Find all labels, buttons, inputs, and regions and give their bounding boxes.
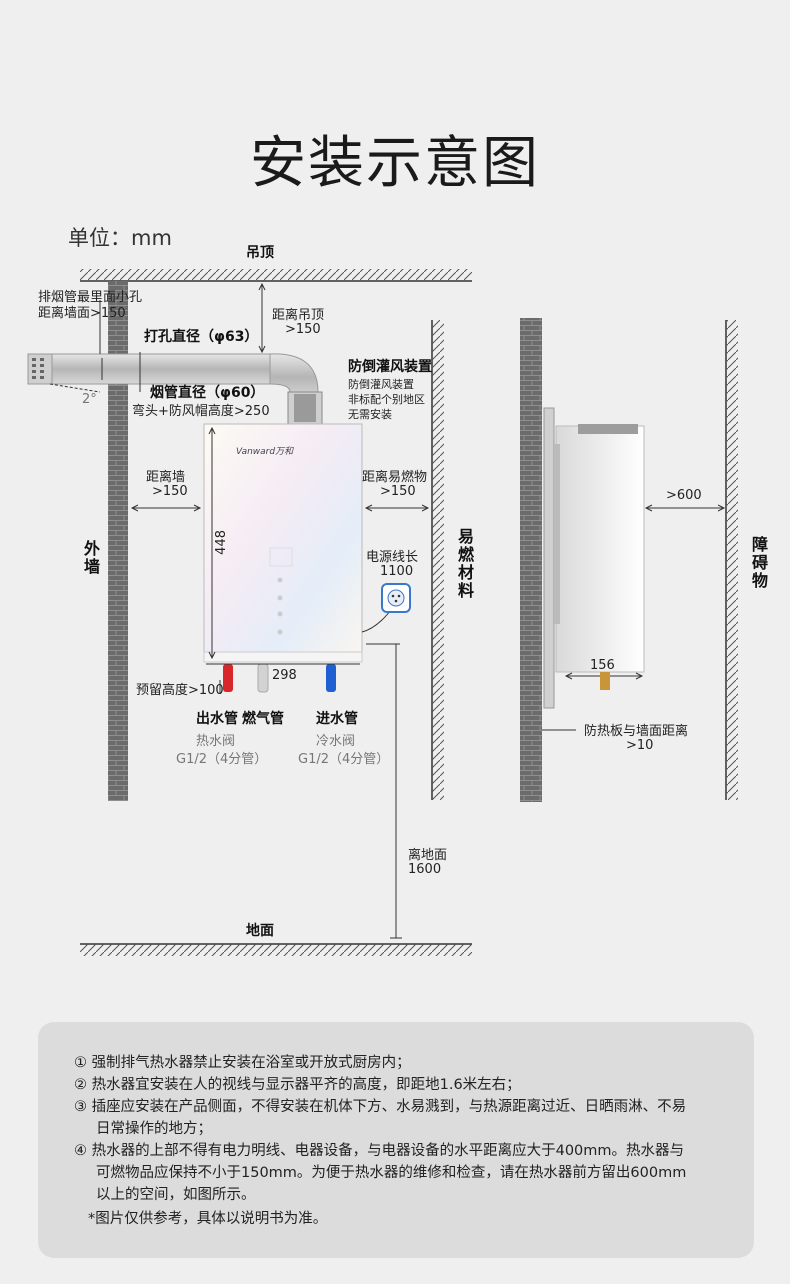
floor-dist-1: 离地面 xyxy=(408,848,448,863)
hot-valve-label: 热水阀 xyxy=(196,734,236,749)
out-water-label: 出水管 xyxy=(196,711,238,727)
unit-label: 单位：mm xyxy=(68,226,172,250)
flam-dist-1: 距离易燃物 xyxy=(362,470,428,485)
brand-logo: Vanward万和 xyxy=(236,447,294,457)
floor xyxy=(80,943,472,956)
power-socket-icon xyxy=(381,583,411,613)
note-4: ④ 热水器的上部不得有电力明线、电器设备，与电器设备的水平距离应大于400mm。… xyxy=(74,1143,685,1159)
ceiling xyxy=(80,269,472,282)
front-clearance: >600 xyxy=(666,488,702,503)
flue-pipe xyxy=(27,353,323,425)
notes-panel: ① 强制排气热水器禁止安装在浴室或开放式厨房内； ② 热水器宜安装在人的视线与显… xyxy=(38,1022,754,1258)
cold-water-pipe xyxy=(326,664,336,692)
note-2: ② 热水器宜安装在人的视线与显示器平齐的高度，即距地1.6米左右； xyxy=(74,1077,521,1093)
outer-wall-label: 外墙 xyxy=(81,540,100,576)
flammable-wall xyxy=(431,320,444,800)
floor-dist-2: 1600 xyxy=(408,862,442,877)
side-wall xyxy=(520,318,542,802)
ceiling-label: 吊顶 xyxy=(246,245,274,261)
reserve-height: 预留高度>100 xyxy=(136,683,224,698)
depth-dim: 156 xyxy=(590,658,615,673)
in-water-label: 进水管 xyxy=(316,711,358,727)
wind-device-title: 防倒灌风装置 xyxy=(348,359,432,375)
wall-dist-1: 距离墙 xyxy=(146,470,186,485)
note-4-cont-1: 可燃物品应保持不小于150mm。为便于热水器的维修和检查，请在热水器前方留出60… xyxy=(96,1165,687,1181)
width-dim: 298 xyxy=(272,668,297,683)
flam-dist-2: >150 xyxy=(380,484,416,499)
note-4-cont-2: 以上的空间，如图所示。 xyxy=(96,1187,256,1203)
wind-device-1: 防倒灌风装置 xyxy=(348,378,414,391)
pipe-diameter-label: 烟管直径（φ60） xyxy=(150,385,265,401)
flue-wall-text-2: 距离墙面>150 xyxy=(38,306,126,321)
cable-length-2: 1100 xyxy=(380,564,414,579)
cable-length-1: 电源线长 xyxy=(366,550,419,565)
flammable-label: 易燃材料 xyxy=(455,528,474,600)
dimension-lines xyxy=(49,282,726,939)
heat-plate-1: 防热板与墙面距离 xyxy=(584,724,689,739)
ceiling-dist-2: >150 xyxy=(285,322,321,337)
obstacle-label: 障碍物 xyxy=(749,536,768,590)
heat-plate-2: >10 xyxy=(626,738,654,753)
page-title: 安装示意图 xyxy=(250,131,540,196)
hole-diameter-label: 打孔直径（φ63） xyxy=(144,329,259,345)
outer-wall xyxy=(108,281,128,801)
cold-valve-spec: G1/2（4分管） xyxy=(298,752,390,767)
slope-label: 2° xyxy=(82,392,97,407)
obstacle-wall xyxy=(725,320,738,800)
floor-label: 地面 xyxy=(246,923,274,939)
wall-dist-2: >150 xyxy=(152,484,188,499)
flue-wall-text-1: 排烟管最里面小孔 xyxy=(38,290,143,305)
heater-front xyxy=(203,423,363,663)
gas-label: 燃气管 xyxy=(242,711,284,727)
note-1: ① 强制排气热水器禁止安装在浴室或开放式厨房内； xyxy=(74,1055,411,1071)
disclaimer: *图片仅供参考，具体以说明书为准。 xyxy=(88,1211,328,1227)
heater-side xyxy=(543,407,645,709)
wind-device-2: 非标配个别地区 xyxy=(348,393,425,406)
wind-device-3: 无需安装 xyxy=(348,408,392,421)
elbow-label: 弯头+防风帽高度>250 xyxy=(132,404,270,419)
hot-water-pipe xyxy=(223,664,233,692)
gas-pipe xyxy=(257,663,269,693)
note-3: ③ 插座应安装在产品侧面，不得安装在机体下方、水易溅到，与热源距离过近、日晒雨淋… xyxy=(74,1099,687,1115)
installation-diagram xyxy=(27,269,738,956)
hot-valve-spec: G1/2（4分管） xyxy=(176,752,268,767)
note-3-cont: 日常操作的地方； xyxy=(96,1121,212,1137)
cold-valve-label: 冷水阀 xyxy=(316,734,356,749)
ceiling-dist-1: 距离吊顶 xyxy=(272,308,325,323)
height-dim: 448 xyxy=(214,530,229,555)
